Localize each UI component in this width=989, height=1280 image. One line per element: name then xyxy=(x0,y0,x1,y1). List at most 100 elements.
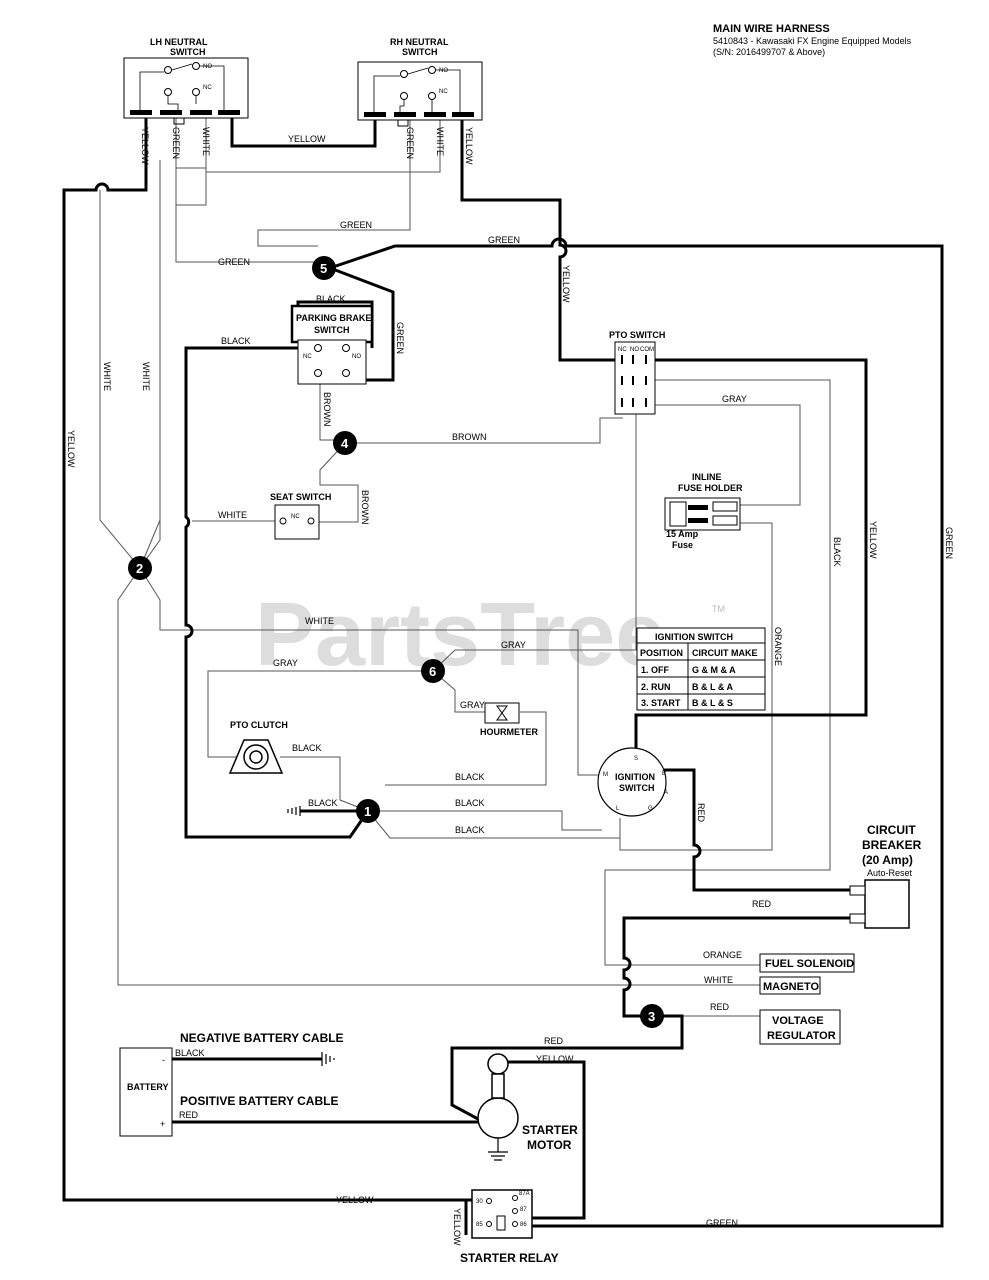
svg-text:ORANGE: ORANGE xyxy=(773,627,783,666)
svg-text:YELLOW: YELLOW xyxy=(868,521,878,559)
svg-text:YELLOW: YELLOW xyxy=(66,430,76,468)
svg-text:INLINE: INLINE xyxy=(692,472,722,482)
svg-text:BLACK: BLACK xyxy=(292,743,322,753)
svg-text:YELLOW: YELLOW xyxy=(288,134,326,144)
svg-text:MAGNETO: MAGNETO xyxy=(763,981,819,993)
svg-text:IGNITION: IGNITION xyxy=(615,772,655,782)
node-3: 3 xyxy=(640,1004,664,1028)
svg-text:GREEN: GREEN xyxy=(171,127,181,159)
svg-text:+: + xyxy=(160,1119,165,1129)
node-5: 5 xyxy=(312,256,336,280)
battery: NEGATIVE BATTERY CABLE POSITIVE BATTERY … xyxy=(119,1031,344,1137)
svg-text:BLACK: BLACK xyxy=(832,537,842,567)
magneto: MAGNETO xyxy=(759,976,821,995)
svg-text:B: B xyxy=(662,771,666,777)
svg-text:30: 30 xyxy=(476,1199,483,1205)
svg-text:4: 4 xyxy=(341,436,349,451)
svg-text:ORANGE: ORANGE xyxy=(703,950,742,960)
svg-text:WHITE: WHITE xyxy=(141,362,151,391)
svg-text:A: A xyxy=(664,790,668,796)
svg-text:BLACK: BLACK xyxy=(455,825,485,835)
svg-text:YELLOW: YELLOW xyxy=(536,1054,574,1064)
svg-text:RED: RED xyxy=(544,1036,564,1046)
svg-text:86: 86 xyxy=(520,1222,527,1228)
svg-text:1: 1 xyxy=(364,804,371,819)
node-4: 4 xyxy=(333,431,357,455)
svg-text:GREEN: GREEN xyxy=(218,257,250,267)
svg-text:6: 6 xyxy=(429,664,436,679)
svg-text:BLACK: BLACK xyxy=(455,798,485,808)
svg-text:Fuse: Fuse xyxy=(672,540,693,550)
parking-brake-switch: PARKING BRAKE SWITCH NC NO xyxy=(290,304,374,385)
svg-text:3: 3 xyxy=(648,1009,655,1024)
svg-text:YELLOW: YELLOW xyxy=(336,1195,374,1205)
svg-text:GRAY: GRAY xyxy=(273,658,298,668)
svg-text:M: M xyxy=(603,772,608,778)
svg-text:NO: NO xyxy=(439,68,448,74)
node-1: 1 xyxy=(356,799,380,823)
svg-text:NO: NO xyxy=(203,64,212,70)
svg-text:BROWN: BROWN xyxy=(360,490,370,525)
svg-text:BLACK: BLACK xyxy=(175,1048,205,1058)
svg-text:COM: COM xyxy=(640,347,654,353)
svg-text:WHITE: WHITE xyxy=(102,362,112,391)
lh-neutral-switch: LH NEUTRAL SWITCH NO NC xyxy=(123,37,249,125)
svg-text:YELLOW: YELLOW xyxy=(561,265,571,303)
svg-text:WHITE: WHITE xyxy=(305,616,334,626)
svg-text:WHITE: WHITE xyxy=(435,127,445,156)
svg-text:POSITIVE BATTERY CABLE: POSITIVE BATTERY CABLE xyxy=(180,1094,338,1108)
node-2: 2 xyxy=(128,556,152,580)
svg-text:WHITE: WHITE xyxy=(218,510,247,520)
svg-text:NC: NC xyxy=(618,347,627,353)
svg-text:GRAY: GRAY xyxy=(460,700,485,710)
svg-text:BREAKER: BREAKER xyxy=(862,838,922,852)
svg-text:WHITE: WHITE xyxy=(704,975,733,985)
svg-text:NO: NO xyxy=(630,347,639,353)
node-6: 6 xyxy=(421,659,445,683)
svg-text:LH NEUTRAL: LH NEUTRAL xyxy=(150,37,208,47)
svg-text:CIRCUIT: CIRCUIT xyxy=(867,823,916,837)
svg-text:POSITION: POSITION xyxy=(640,648,683,658)
starter-relay: 30 87A 87 85 86 STARTER RELAY xyxy=(460,1189,559,1265)
watermark-tm: TM xyxy=(712,604,725,614)
svg-text:CIRCUIT MAKE: CIRCUIT MAKE xyxy=(692,648,758,658)
svg-text:REGULATOR: REGULATOR xyxy=(767,1030,836,1042)
watermark: PartsTree xyxy=(255,585,665,685)
ignition-switch: S M B A L G IGNITION SWITCH xyxy=(597,747,668,817)
svg-text:YELLOW: YELLOW xyxy=(140,127,150,165)
svg-text:FUSE HOLDER: FUSE HOLDER xyxy=(678,483,743,493)
svg-text:Auto-Reset: Auto-Reset xyxy=(867,868,913,878)
svg-text:B & L & S: B & L & S xyxy=(692,698,733,708)
svg-text:G & M & A: G & M & A xyxy=(692,665,736,675)
svg-text:87: 87 xyxy=(520,1207,527,1213)
svg-text:SEAT SWITCH: SEAT SWITCH xyxy=(270,492,331,502)
svg-text:BATTERY: BATTERY xyxy=(127,1082,169,1092)
rh-neutral-switch: RH NEUTRAL SWITCH NO NC xyxy=(357,37,483,127)
svg-text:PTO CLUTCH: PTO CLUTCH xyxy=(230,720,288,730)
ground-symbol xyxy=(287,806,301,816)
svg-text:STARTER: STARTER xyxy=(522,1123,578,1137)
thick-wires xyxy=(62,118,944,1235)
svg-text:NEGATIVE BATTERY CABLE: NEGATIVE BATTERY CABLE xyxy=(180,1031,344,1045)
svg-text:GREEN: GREEN xyxy=(706,1218,738,1228)
part-number-line: 5410843 - Kawasaki FX Engine Equipped Mo… xyxy=(713,36,912,46)
svg-text:GREEN: GREEN xyxy=(395,322,405,354)
svg-text:15 Amp: 15 Amp xyxy=(666,529,699,539)
svg-text:SWITCH: SWITCH xyxy=(619,783,655,793)
pto-switch: PTO SWITCH NC NO COM xyxy=(609,330,665,415)
svg-text:STARTER RELAY: STARTER RELAY xyxy=(460,1251,559,1265)
svg-text:87A: 87A xyxy=(519,1191,530,1197)
inline-fuse-holder: INLINE FUSE HOLDER 15 Amp Fuse xyxy=(664,472,743,550)
wire-labels: YELLOW YELLOW GREEN WHITE GREEN WHITE YE… xyxy=(66,127,954,1246)
svg-text:5: 5 xyxy=(320,261,327,276)
svg-text:GREEN: GREEN xyxy=(944,527,954,559)
svg-text:WHITE: WHITE xyxy=(201,127,211,156)
serial-number-line: (S/N: 2016499707 & Above) xyxy=(713,47,825,57)
svg-text:3. START: 3. START xyxy=(641,698,681,708)
svg-text:NC: NC xyxy=(439,89,448,95)
svg-text:S: S xyxy=(634,756,638,762)
thin-wires xyxy=(99,118,831,1017)
svg-text:RH NEUTRAL: RH NEUTRAL xyxy=(390,37,449,47)
fuel-solenoid: FUEL SOLENOID xyxy=(759,953,855,973)
